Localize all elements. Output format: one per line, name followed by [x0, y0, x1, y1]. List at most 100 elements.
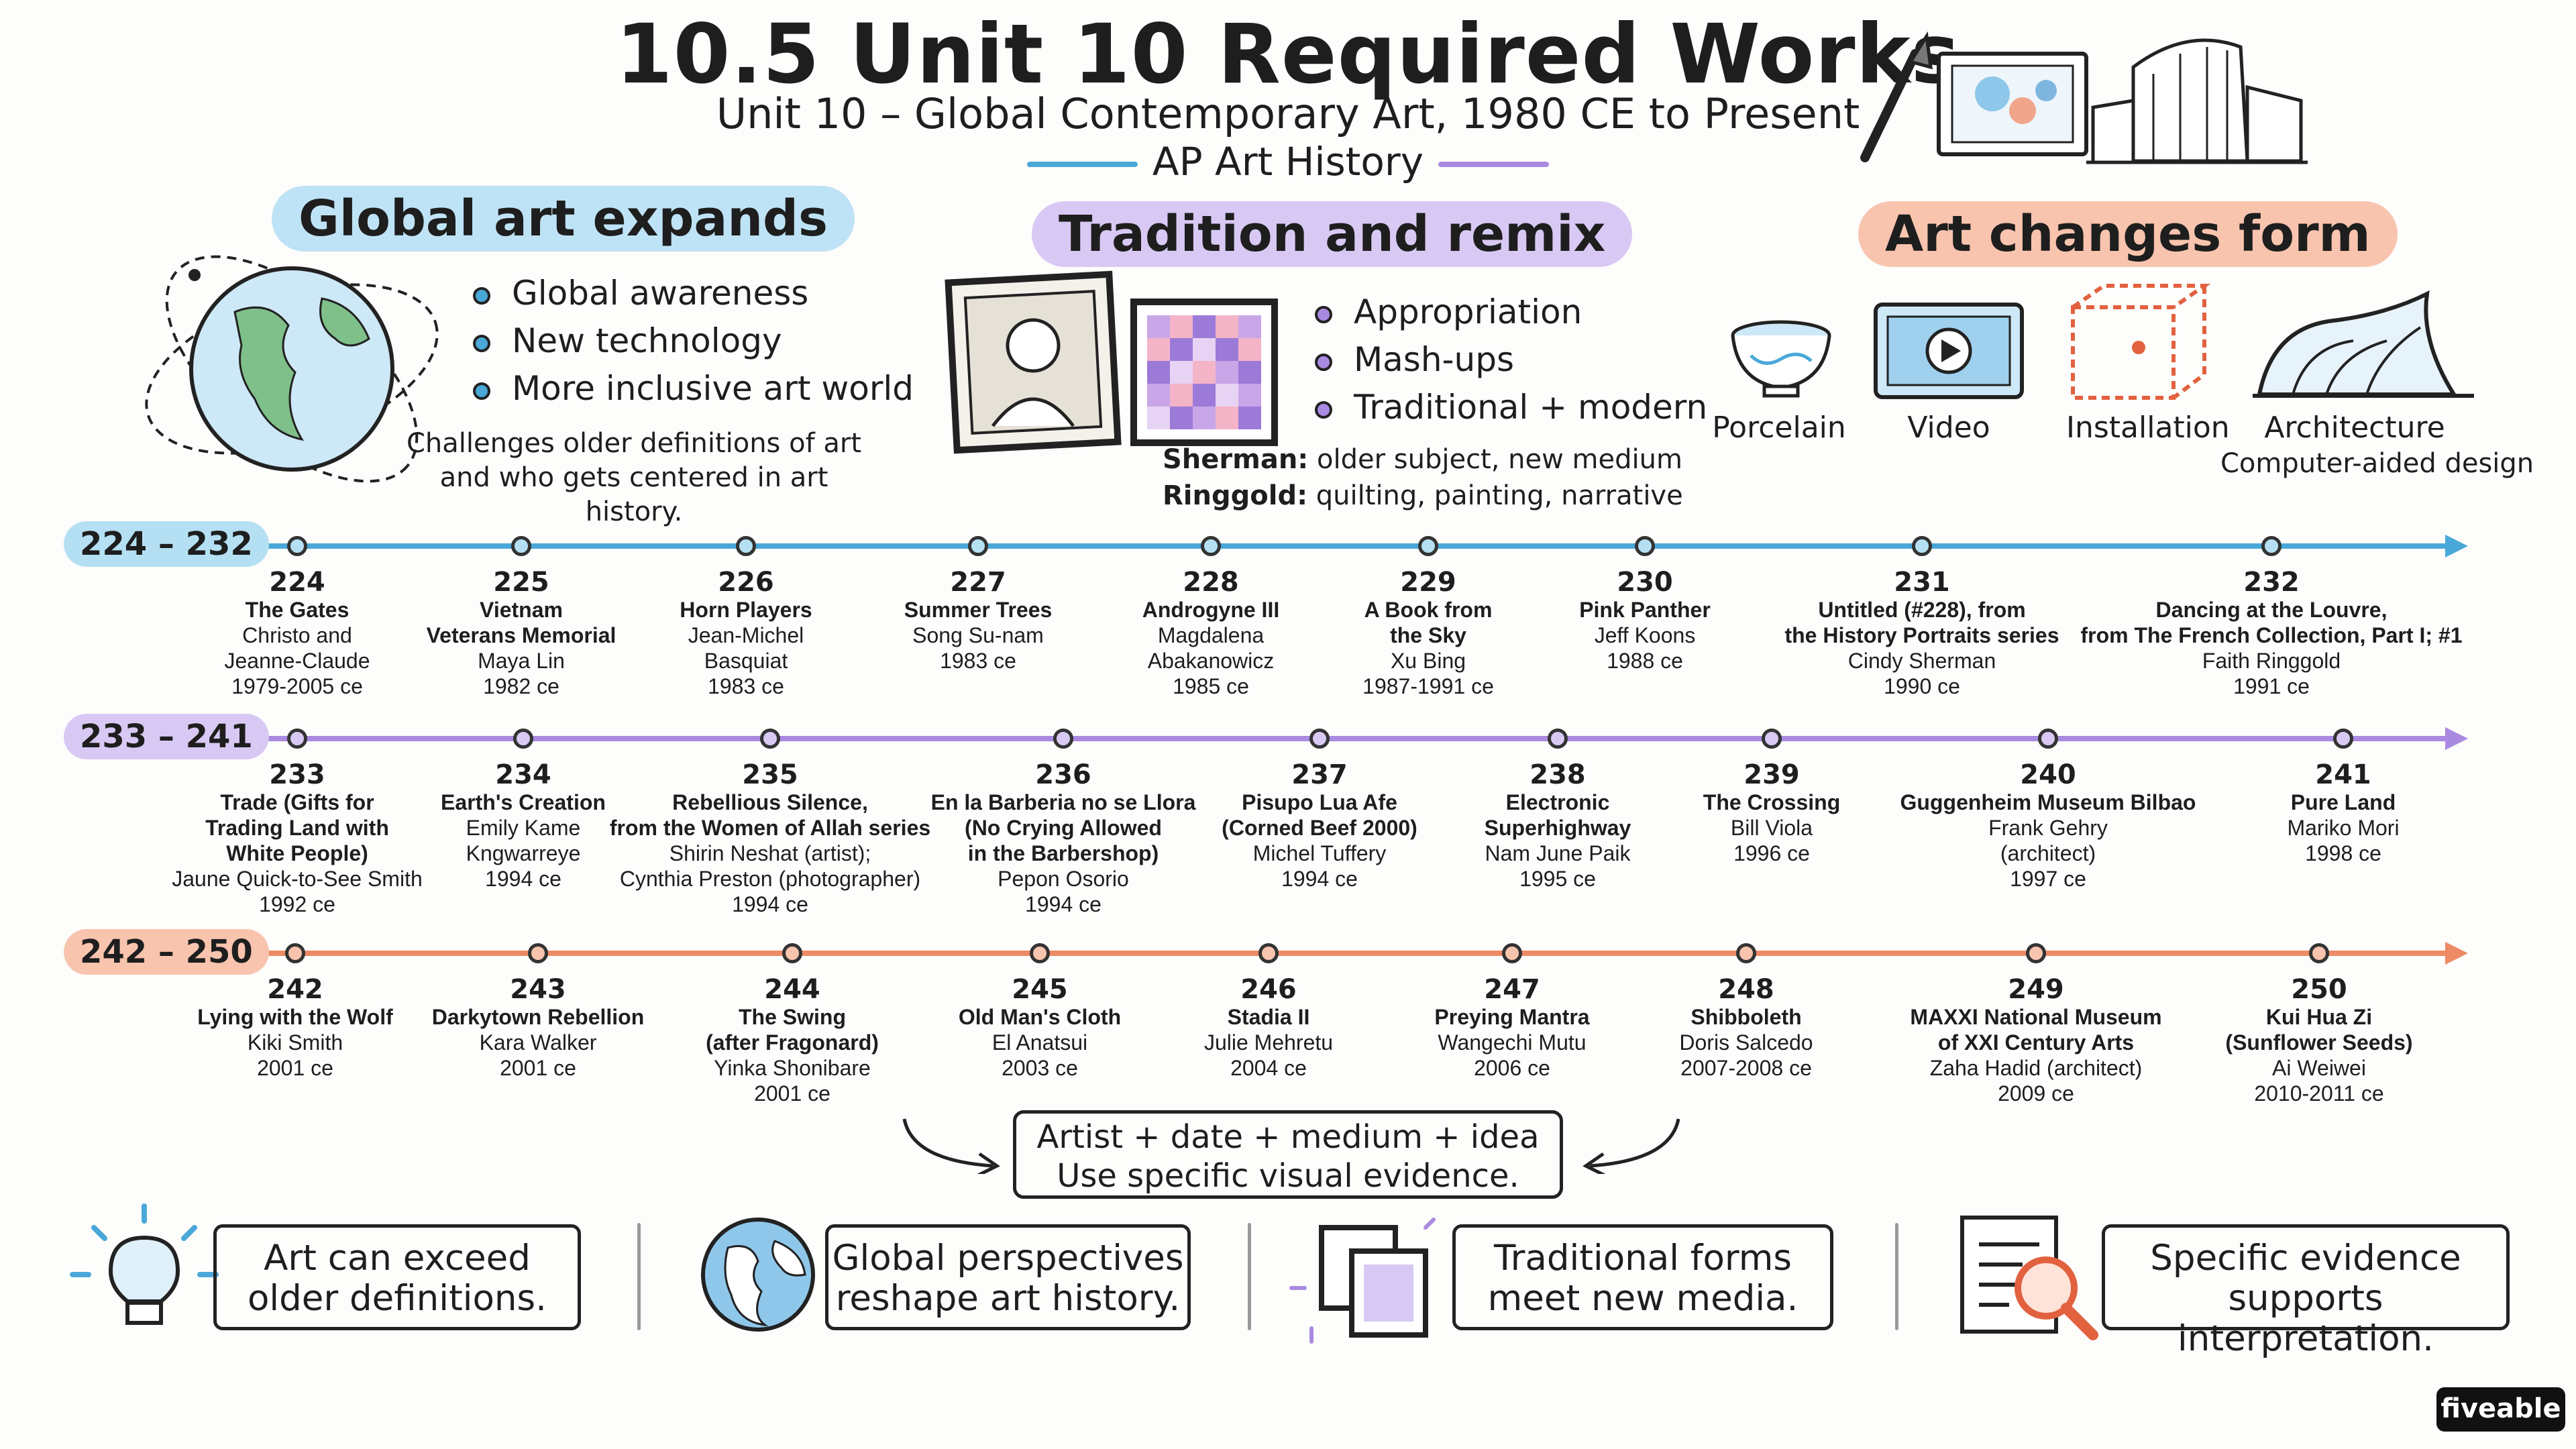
work-date: 1996 ce — [1733, 841, 1810, 865]
work-artist: Kiki Smith — [247, 1030, 343, 1055]
timeline-node — [736, 536, 756, 556]
work-date: 1988 ce — [1607, 649, 1683, 673]
work-artist: Zaha Hadid (architect) — [1929, 1056, 2143, 1080]
work-artist: Ai Weiwei — [2272, 1056, 2366, 1080]
work-number: 241 — [2315, 759, 2371, 790]
work-title: Trade (Gifts for Trading Land with White… — [205, 790, 389, 865]
divider — [637, 1223, 641, 1330]
work-title: Guggenheim Museum Bilbao — [1900, 790, 2196, 814]
divider — [1248, 1223, 1251, 1330]
timeline-node — [287, 536, 307, 556]
installation-cube-icon — [2071, 284, 2211, 400]
work-artist: Nam June Paik — [1485, 841, 1631, 865]
work-title: Lying with the Wolf — [197, 1005, 393, 1029]
timeline-range-label: 233 – 241 — [64, 714, 269, 759]
work-number: 240 — [2020, 759, 2076, 790]
bullet-dot-icon — [1315, 353, 1332, 371]
global-bullet-item: Global awareness — [473, 270, 914, 317]
work-date: 1995 ce — [1519, 867, 1596, 891]
brand-logo: fiveable — [2436, 1387, 2565, 1432]
work-number: 234 — [495, 759, 551, 790]
work-number: 250 — [2291, 974, 2347, 1005]
work-artist: Emily Kame Kngwarreye — [466, 816, 581, 865]
timeline-node — [1736, 943, 1756, 963]
timeline-node — [2026, 943, 2046, 963]
work-date: 1994 ce — [732, 892, 808, 916]
globe-icon — [701, 1218, 815, 1332]
work-title: Horn Players — [680, 598, 812, 622]
work-date: 2009 ce — [1998, 1081, 2074, 1106]
global-bullet-item: New technology — [473, 317, 914, 365]
work-date: 2001 ce — [500, 1056, 576, 1080]
work-title: Darkytown Rebellion — [431, 1005, 645, 1029]
course-label: AP Art History — [0, 139, 2576, 184]
timeline-node — [513, 729, 533, 749]
work-number: 226 — [718, 567, 774, 598]
work-artist: Pepon Osorio — [998, 867, 1129, 891]
work-number: 245 — [1012, 974, 1068, 1005]
bullet-text: Mash-ups — [1354, 340, 1515, 379]
work-title: The Gates — [245, 598, 350, 622]
work-date: 1982 ce — [483, 674, 559, 698]
timeline-node — [2261, 536, 2282, 556]
work-title: Pisupo Lua Afe (Corned Beef 2000) — [1222, 790, 1417, 840]
work-date: 2007-2008 ce — [1680, 1056, 1812, 1080]
timeline-node — [1912, 536, 1932, 556]
work-date: 1998 ce — [2305, 841, 2381, 865]
timeline-node — [528, 943, 548, 963]
work-date: 1994 ce — [1281, 867, 1358, 891]
brush-canvas-icon — [1860, 31, 2088, 162]
global-note: Challenges older definitions of art and … — [402, 427, 865, 529]
museum-building-icon — [2086, 38, 2308, 164]
tradition-bullet-item: Traditional + modern — [1315, 384, 1707, 431]
framed-portrait-icon — [945, 270, 1278, 454]
work-number: 231 — [1894, 567, 1950, 598]
document-magnifier-icon — [1960, 1216, 2098, 1340]
work-number: 242 — [267, 974, 323, 1005]
key-box: Artist + date + medium + idea Use specif… — [1013, 1110, 1563, 1199]
curved-arrow-icon — [1582, 1118, 1680, 1174]
work-date: 1994 ce — [1025, 892, 1102, 916]
work-date: 1992 ce — [259, 892, 335, 916]
key-line: Artist + date + medium + idea — [1036, 1118, 1540, 1156]
work-date: 2001 ce — [754, 1081, 830, 1106]
work-artist: Jaune Quick-to-See Smith — [172, 867, 423, 891]
timeline-node — [511, 536, 531, 556]
work-number: 243 — [510, 974, 566, 1005]
timeline-range-label: 224 – 232 — [64, 521, 269, 567]
work-date: 1991 ce — [2233, 674, 2310, 698]
timeline-node — [1053, 729, 1073, 749]
timeline-arrow-icon — [2445, 727, 2468, 750]
divider — [1895, 1223, 1898, 1330]
timeline-node — [1548, 729, 1568, 749]
work-artist: Xu Bing — [1390, 649, 1466, 673]
work-date: 1979-2005 ce — [231, 674, 363, 698]
work-number: 249 — [2008, 974, 2064, 1005]
tradition-note-line: Ringgold: quilting, painting, narrative — [1163, 480, 1683, 511]
bullet-dot-icon — [1315, 305, 1332, 323]
porcelain-bowl-icon — [1731, 320, 1831, 398]
bullet-text: More inclusive art world — [512, 369, 914, 408]
work-number: 228 — [1183, 567, 1239, 598]
work-artist: Faith Ringgold — [2202, 649, 2341, 673]
tradition-notes: Sherman: older subject, new medium Ringg… — [1163, 441, 1683, 514]
work-artist: Jean-Michel Basquiat — [688, 623, 804, 673]
timeline-node — [1201, 536, 1221, 556]
work-title: Preying Mantra — [1434, 1005, 1590, 1029]
work-title: Earth's Creation — [441, 790, 606, 814]
work-title: Untitled (#228), from the History Portra… — [1784, 598, 2059, 647]
form-label-porcelain: Porcelain — [1712, 411, 1846, 445]
timeline-node — [1258, 943, 1279, 963]
work-artist: Magdalena Abakanowicz — [1147, 623, 1275, 673]
work-date: 2004 ce — [1230, 1056, 1307, 1080]
timeline-range-label: 242 – 250 — [64, 929, 269, 975]
work-artist: Song Su-nam — [912, 623, 1044, 647]
timeline-node — [1030, 943, 1050, 963]
timeline-node — [1502, 943, 1522, 963]
global-note-line: and who gets centered in art history. — [439, 462, 828, 527]
